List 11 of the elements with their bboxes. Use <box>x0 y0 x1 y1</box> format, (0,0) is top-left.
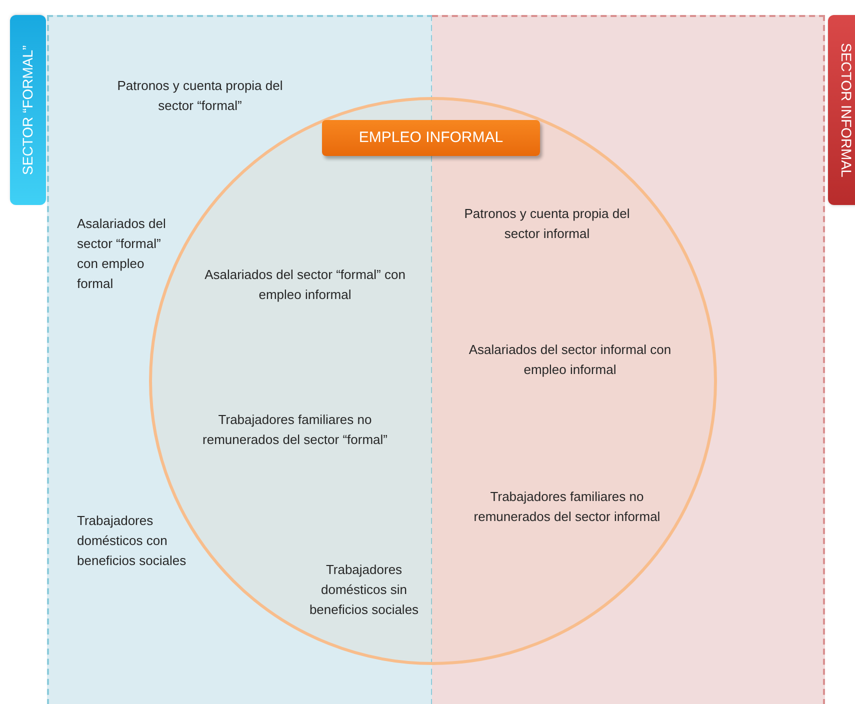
sector-tab: SECTOR INFORMAL <box>828 15 855 205</box>
sector-tab: SECTOR “FORMAL” <box>10 15 46 205</box>
category-label: Trabajadores familiares no remunerados del sector informal <box>472 488 662 526</box>
category-label: Asalariados del sector informal con empleo informal <box>468 341 672 379</box>
category-label: Trabajadores domésticos con beneficios sociales <box>77 512 187 570</box>
category-label: Trabajadores familiares no remunerados del sector “formal” <box>202 411 388 449</box>
category-label: Trabajadores domésticos sin beneficios sociales <box>308 561 420 619</box>
category-label: Patronos y cuenta propia del sector “formal” <box>116 77 284 115</box>
category-label: Asalariados del sector “formal” con empleo informal <box>204 266 406 304</box>
category-label: Patronos y cuenta propia del sector informal <box>463 205 631 243</box>
category-label: Asalariados del sector “formal” con empleo formal <box>77 215 167 293</box>
